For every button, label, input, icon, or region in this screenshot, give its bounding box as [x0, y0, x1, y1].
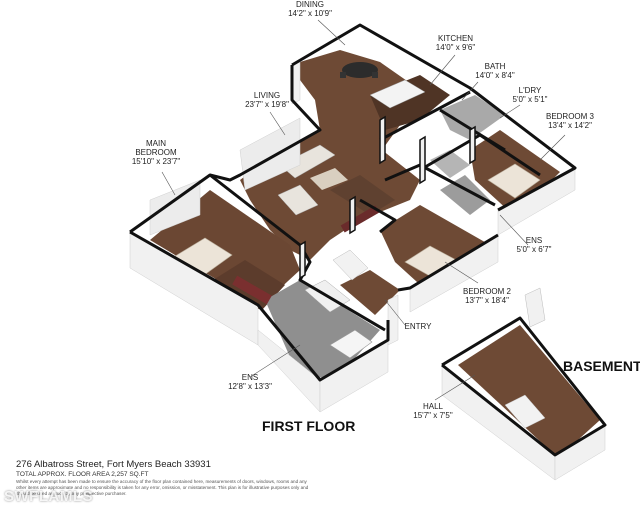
room-dims: 14'0" x 8'4" — [475, 71, 515, 80]
room-label-ens-small: ENS 5'0" x 6'7" — [510, 236, 558, 254]
room-name: ENTRY — [404, 322, 432, 331]
disclaimer-text: Whilst every attempt has been made to en… — [16, 479, 309, 496]
room-label-bedroom3: BEDROOM 3 13'4" x 14'2" — [540, 112, 600, 130]
first-floor-walls — [129, 59, 576, 413]
room-dims: 15'10" x 23'7" — [131, 157, 181, 166]
room-dims: 5'0" x 5'1" — [512, 95, 548, 104]
room-dims: 15'7" x 7'5" — [413, 411, 453, 420]
room-dims: 23'7" x 19'8" — [245, 100, 289, 109]
room-name: BEDROOM 3 — [545, 112, 594, 121]
room-name: L'DRY — [518, 86, 542, 95]
room-name: BATH — [484, 62, 506, 71]
room-name: HALL — [422, 402, 443, 411]
room-name: DINING — [296, 0, 324, 9]
watermark-logo: SWFLAMLS — [4, 488, 93, 505]
room-label-hall: HALL 15'7" x 7'5" — [408, 402, 458, 420]
room-label-laundry: L'DRY 5'0" x 5'1" — [508, 86, 552, 104]
room-label-dining: DINING 14'2" x 10'9" — [280, 0, 340, 18]
room-dims: 14'0" x 9'6" — [435, 43, 476, 52]
room-label-bath: BATH 14'0" x 8'4" — [470, 62, 520, 80]
room-dims: 13'7" x 18'4" — [465, 296, 509, 305]
room-dims: 12'8" x 13'3" — [228, 382, 272, 391]
basement-drawing — [441, 287, 607, 481]
room-dims: 13'4" x 14'2" — [548, 121, 592, 130]
room-name: KITCHEN — [437, 34, 474, 43]
total-floor-area: TOTAL APPROX. FLOOR AREA 2,257 SQ.FT — [16, 471, 149, 478]
room-label-main-bedroom: MAIN BEDROOM 15'10" x 23'7" — [126, 139, 186, 166]
room-dims: 5'0" x 6'7" — [516, 245, 552, 254]
label-leaders — [161, 19, 566, 401]
room-name: LIVING — [253, 91, 281, 100]
room-name: MAIN — [146, 139, 166, 148]
room-label-bedroom2: BEDROOM 2 13'7" x 18'4" — [458, 287, 516, 305]
property-address: 276 Albatross Street, Fort Myers Beach 3… — [16, 459, 211, 470]
room-dims: 14'2" x 10'9" — [288, 9, 332, 18]
room-name: ENS — [241, 373, 259, 382]
room-name: ENS — [525, 236, 543, 245]
room-label-living: LIVING 23'7" x 19'8" — [238, 91, 296, 109]
room-label-kitchen: KITCHEN 14'0" x 9'6" — [428, 34, 483, 52]
room-name-line2: BEDROOM — [135, 148, 177, 157]
interior-walls — [299, 115, 476, 280]
first-floor-title: FIRST FLOOR — [262, 418, 356, 434]
room-label-ens-main: ENS 12'8" x 13'3" — [222, 373, 278, 391]
room-label-entry: ENTRY — [400, 322, 436, 331]
basement-title: BASEMENT — [563, 358, 640, 374]
room-name: BEDROOM 2 — [462, 287, 511, 296]
